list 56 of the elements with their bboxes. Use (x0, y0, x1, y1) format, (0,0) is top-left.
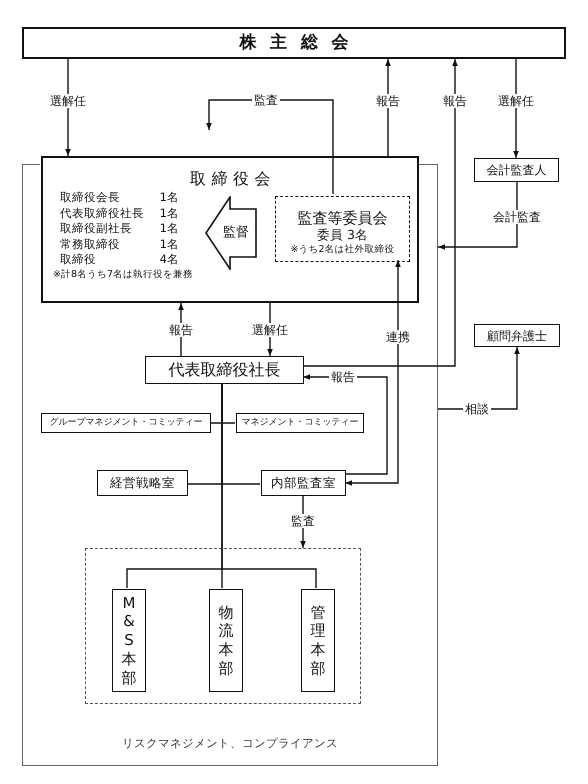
committee-heading: 監査等委員会 (298, 211, 388, 226)
edge-label: 報告 (167, 323, 195, 337)
arrow (345, 260, 401, 486)
edge-label: 報告 (329, 370, 357, 384)
arrow (206, 99, 334, 194)
edge-label: 選解任 (48, 94, 88, 108)
auditor-box (474, 158, 559, 182)
division-name: 管理本部 (310, 603, 326, 678)
edge-label: 会計監査 (491, 210, 543, 224)
member-row: 取締役 4名 (60, 254, 180, 266)
group-frame (85, 548, 361, 704)
note: ※うち2名は社外取締役 (290, 245, 394, 254)
arrow-label: 監督 (223, 226, 249, 239)
box-label: グループマネジメント・コミッティー (50, 418, 202, 428)
president-box (145, 356, 304, 384)
committee-box (236, 413, 364, 433)
box-label: 顧問弁護士 (487, 330, 547, 342)
committee-box (41, 413, 211, 433)
edge-label: 連携 (384, 330, 412, 344)
division-name: 物流本部 (218, 603, 234, 678)
box-label: 経営戦略室 (110, 476, 175, 490)
board-heading: 取締役会 (190, 171, 276, 187)
edge-label: 監査 (252, 93, 280, 107)
edge-label: 監査 (289, 514, 317, 528)
box-label: 会計監査人 (486, 164, 546, 176)
office-box (261, 470, 346, 496)
member-row: 委員 3名 (317, 229, 368, 242)
edge-label: 選解任 (496, 94, 536, 108)
edge-label: 選解任 (250, 323, 290, 337)
box-label: 代表取締役社長 (168, 362, 280, 378)
division-box (112, 589, 146, 692)
edge-label: 報告 (441, 94, 469, 108)
division-box (209, 589, 243, 692)
member-row: 代表取締役社長 1名 (60, 208, 180, 219)
member-row: 常務取締役 1名 (60, 238, 180, 250)
meeting-box (22, 27, 566, 59)
edge-label: 相談 (463, 402, 491, 416)
committee-box (275, 196, 410, 262)
arrow (303, 59, 458, 367)
division-name: M&S本部 (120, 594, 138, 688)
office-box (97, 470, 188, 496)
arrow (513, 59, 519, 158)
block-arrow (205, 196, 257, 270)
member-row: 取締役副社長 1名 (60, 223, 180, 234)
frame-label: リスクマネジメント、コンプライアンス (122, 738, 338, 750)
lawyer-box (474, 324, 560, 347)
edge-label: 報告 (374, 94, 402, 108)
box-label: マネジメント・コミッティー (242, 418, 358, 428)
arrow (438, 182, 518, 250)
connector-line (221, 384, 317, 588)
division-box (301, 589, 335, 692)
member-row: 取締役会長 1名 (60, 192, 180, 204)
box-label: 内部監査室 (271, 476, 336, 490)
box-label: 株主総会 (238, 34, 362, 52)
note: ※計8名うち7名は執行役を兼務 (53, 270, 194, 280)
board-box (41, 156, 419, 303)
